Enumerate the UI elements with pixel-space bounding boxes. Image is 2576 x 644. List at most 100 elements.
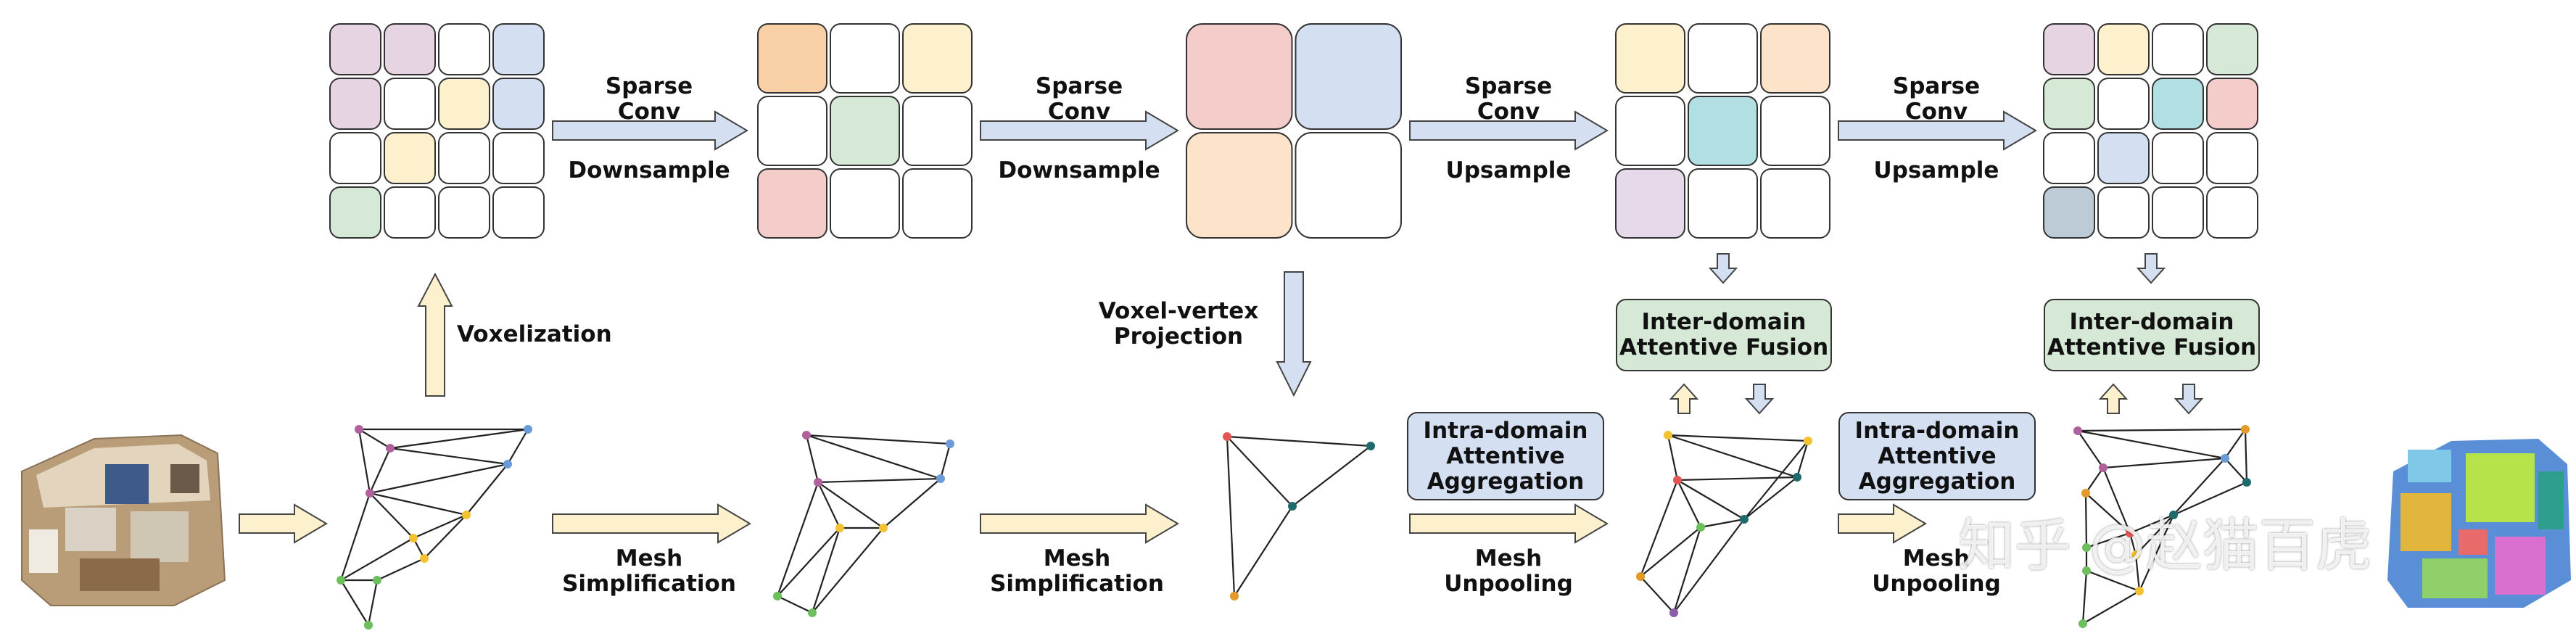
mesh-unpooling-label-1: Mesh Unpooling <box>1444 545 1573 597</box>
mesh-edge <box>1226 436 1236 597</box>
mesh-edge <box>811 527 841 614</box>
mesh-vertex <box>1230 592 1239 600</box>
mesh-vertex <box>462 511 471 519</box>
upsample-label-2: Upsample <box>1873 157 1999 183</box>
voxel-cell <box>1760 168 1830 239</box>
mesh-edge <box>1677 479 1745 520</box>
mesh-edge <box>1700 518 1745 529</box>
intra-domain-aggregation-text-2: Intra-domain Attentive Aggregation <box>1854 417 2020 495</box>
arrow-right-icon <box>552 110 748 151</box>
mesh-edge <box>2135 514 2174 556</box>
voxel-cell <box>757 96 827 166</box>
voxel-cell <box>2097 132 2150 184</box>
voxel-cell <box>329 78 381 130</box>
mesh-graph-icon <box>1636 431 1812 617</box>
voxel-cell <box>830 168 900 239</box>
voxel-cell <box>492 78 545 130</box>
mesh-vertex <box>2082 566 2091 575</box>
mesh-edge <box>2138 514 2175 592</box>
voxel-cell <box>1295 132 1402 239</box>
arrow-up-icon <box>1669 383 1699 414</box>
arrow-right-icon <box>1838 503 1927 544</box>
mesh-edge <box>2082 590 2140 624</box>
mesh-edge <box>939 443 951 479</box>
inter-domain-fusion-box-2: Inter-domain Attentive Fusion <box>2044 299 2260 371</box>
sparse-conv-label-2: Sparse Conv <box>1035 73 1123 125</box>
mesh-vertex <box>386 444 395 453</box>
arrow-right-icon <box>239 503 328 544</box>
inter-domain-fusion-text-2: Inter-domain Attentive Fusion <box>2047 309 2257 360</box>
mesh-edge <box>2086 532 2131 549</box>
mesh-edge <box>883 478 941 529</box>
mesh-vertex <box>1696 523 1705 532</box>
mesh-edge <box>1292 445 1371 507</box>
mesh-edge <box>2081 570 2088 624</box>
mesh-vertex <box>802 431 811 439</box>
mesh-edge <box>806 434 941 480</box>
arrow-right-icon <box>980 503 1179 544</box>
voxel-cell <box>2043 23 2095 75</box>
mesh-vertex <box>2082 543 2091 552</box>
mesh-edge <box>1743 476 1798 520</box>
mesh-edge <box>340 537 414 581</box>
mesh-unpooling-label-2: Mesh Unpooling <box>1872 545 2001 597</box>
mesh-vertex <box>2241 425 2250 434</box>
arrow-down-icon <box>1708 253 1738 284</box>
arrow-down-icon <box>1276 271 1312 397</box>
mesh-edge <box>2077 429 2226 460</box>
mesh-edge <box>424 514 467 559</box>
segment <box>2538 471 2564 529</box>
mesh-edge <box>777 595 813 614</box>
voxel-cell <box>1688 23 1758 94</box>
voxel-cell <box>2152 186 2204 239</box>
arrow-up-icon <box>417 272 453 397</box>
watermark: 知乎 @赵猫百虎 <box>1958 513 2372 579</box>
mesh-edge <box>367 579 379 626</box>
mesh-edge <box>776 482 820 597</box>
mesh-vertex <box>2242 478 2251 487</box>
voxel-cell <box>1615 96 1685 166</box>
segment <box>2495 537 2546 595</box>
mesh-vertex <box>2073 426 2082 435</box>
mesh-edge <box>777 527 841 597</box>
intra-domain-aggregation-text-1: Intra-domain Attentive Aggregation <box>1423 417 1588 495</box>
voxel-cell <box>902 23 973 94</box>
mesh-graph-icon <box>1223 432 1375 600</box>
voxel-cell <box>2206 23 2258 75</box>
scene-desk <box>170 464 199 493</box>
mesh-edge <box>817 482 841 529</box>
mesh-edge <box>2102 467 2131 534</box>
mesh-vertex <box>337 576 345 585</box>
projection-label: Voxel-vertex Projection <box>1098 298 1259 350</box>
voxel-cell <box>492 23 545 75</box>
voxel-cell <box>902 96 973 166</box>
mesh-graph-icon <box>773 431 954 617</box>
mesh-edge <box>369 463 508 495</box>
voxel-cell <box>1186 132 1293 239</box>
mesh-edge <box>1667 434 1679 481</box>
scene-bathroom <box>29 529 58 573</box>
mesh-edge <box>466 463 508 516</box>
mesh-edge <box>1226 435 1371 447</box>
voxel-cell <box>2206 186 2258 239</box>
voxel-grid-3 <box>1186 23 1402 239</box>
voxel-cell <box>384 23 436 75</box>
arrow-right-icon <box>1409 503 1609 544</box>
mesh-edge <box>805 434 820 483</box>
intra-domain-aggregation-box-2: Intra-domain Attentive Aggregation <box>1838 412 2036 500</box>
mesh-edge <box>2102 457 2226 469</box>
arrow-right-icon <box>1409 110 1609 151</box>
voxel-cell <box>1760 96 1830 166</box>
mesh-vertex <box>2131 550 2140 559</box>
voxel-cell <box>384 78 436 130</box>
mesh-vertex <box>1669 608 1678 617</box>
voxel-grid-4 <box>1615 23 1830 239</box>
voxel-cell <box>438 186 490 239</box>
sparse-conv-label-3: Sparse Conv <box>1464 73 1553 125</box>
mesh-vertex <box>936 474 945 483</box>
voxel-cell <box>1615 168 1685 239</box>
mesh-edge <box>812 527 884 614</box>
mesh-vertex <box>2169 511 2178 519</box>
voxel-cell <box>902 168 973 239</box>
